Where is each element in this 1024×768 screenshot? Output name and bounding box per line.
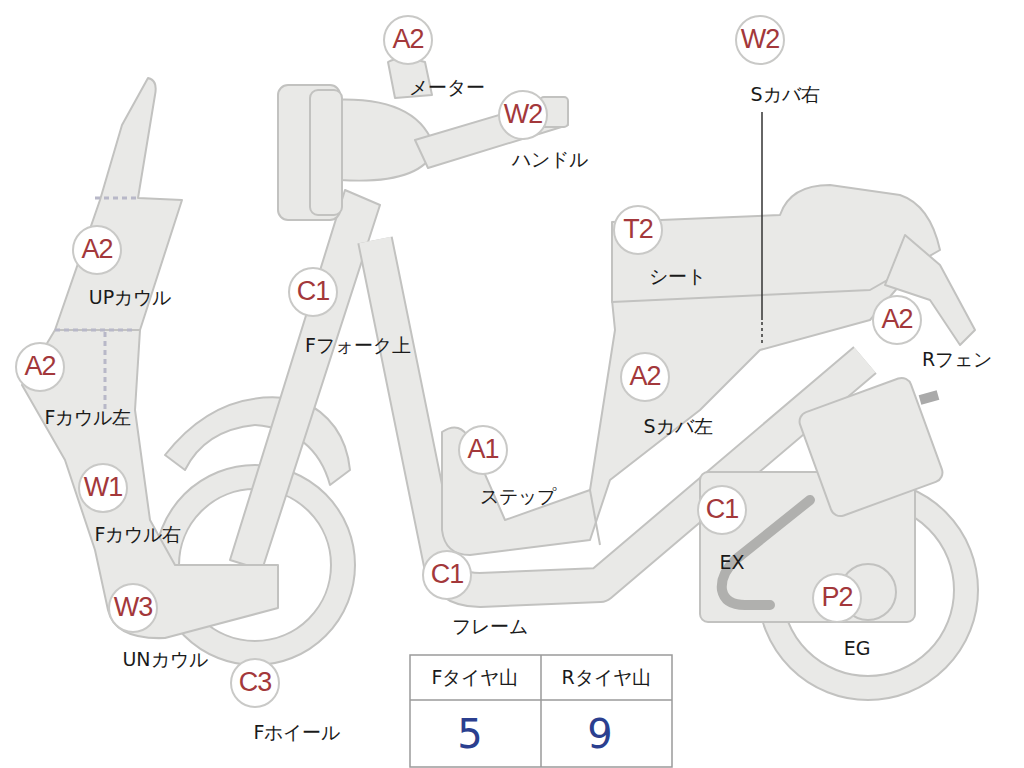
damage-callout: A2UPカウル	[72, 225, 122, 275]
damage-code: W2	[504, 99, 543, 130]
table-header: Rタイヤ山	[561, 665, 650, 691]
damage-code: W2	[741, 24, 780, 55]
part-name: Fカウル左	[45, 405, 132, 431]
damage-code: P2	[821, 582, 852, 613]
damage-code: C1	[706, 494, 739, 525]
part-name: Fホイール	[254, 720, 341, 746]
part-name: フレーム	[452, 614, 528, 640]
damage-callout: C1フレーム	[422, 550, 472, 600]
damage-code: A2	[81, 234, 112, 265]
tire-table	[410, 655, 672, 767]
step-seam	[590, 490, 600, 545]
damage-code: C3	[239, 667, 272, 698]
damage-callout: W1Fカウル右	[78, 463, 128, 513]
table-value: 9	[587, 711, 612, 757]
seam-line	[104, 332, 107, 410]
damage-callout: W2ハンドル	[498, 90, 548, 140]
part-name: ステップ	[480, 484, 556, 510]
damage-code: A2	[629, 361, 660, 392]
damage-code: A2	[881, 304, 912, 335]
damage-code: W3	[114, 592, 153, 623]
part-name: シート	[649, 264, 706, 290]
damage-callout: A2Sカバ左	[620, 352, 670, 402]
damage-callout: C1Fフォーク上	[288, 267, 338, 317]
part-name: Rフェン	[922, 347, 992, 373]
damage-callout: P2EG	[812, 573, 862, 623]
part-name: Fフォーク上	[305, 333, 411, 359]
damage-code: T2	[623, 214, 653, 245]
seam-line	[95, 197, 140, 200]
shock-rod	[920, 395, 938, 400]
part-name: Sカバ右	[750, 82, 819, 108]
damage-code: A2	[392, 24, 423, 55]
part-name: UNカウル	[122, 647, 207, 673]
part-name: Sカバ左	[643, 414, 712, 440]
damage-callout: T2シート	[613, 205, 663, 255]
table-rule	[540, 655, 542, 767]
seam-line	[55, 329, 135, 332]
part-name: EX	[719, 551, 744, 573]
damage-callout: C1EX	[697, 485, 747, 535]
damage-code: A2	[24, 351, 55, 382]
part-name: メーター	[409, 75, 485, 101]
damage-code: C1	[297, 276, 330, 307]
part-name: EG	[844, 637, 871, 659]
shock-absorber	[797, 375, 946, 519]
damage-callout: A1ステップ	[458, 425, 508, 475]
damage-callout: C3Fホイール	[230, 658, 280, 708]
front-fork	[230, 190, 380, 570]
damage-callout: W3UNカウル	[108, 583, 158, 633]
part-name: Fカウル右	[95, 522, 182, 548]
part-name: UPカウル	[89, 285, 171, 311]
damage-callout: W2Sカバ右	[735, 15, 785, 65]
damage-callout: A2Rフェン	[872, 295, 922, 345]
headlight-rim	[310, 90, 342, 215]
leader-line	[761, 322, 763, 345]
damage-code: W1	[84, 472, 123, 503]
damage-code: A1	[467, 434, 498, 465]
part-name: ハンドル	[512, 147, 588, 173]
damage-callout: A2メーター	[383, 15, 433, 65]
damage-code: C1	[431, 559, 464, 590]
damage-callout: A2Fカウル左	[15, 342, 65, 392]
table-value: 5	[457, 711, 482, 757]
table-header: Fタイヤ山	[432, 665, 519, 691]
upper-cowl	[55, 78, 182, 330]
leader-line	[761, 112, 763, 320]
